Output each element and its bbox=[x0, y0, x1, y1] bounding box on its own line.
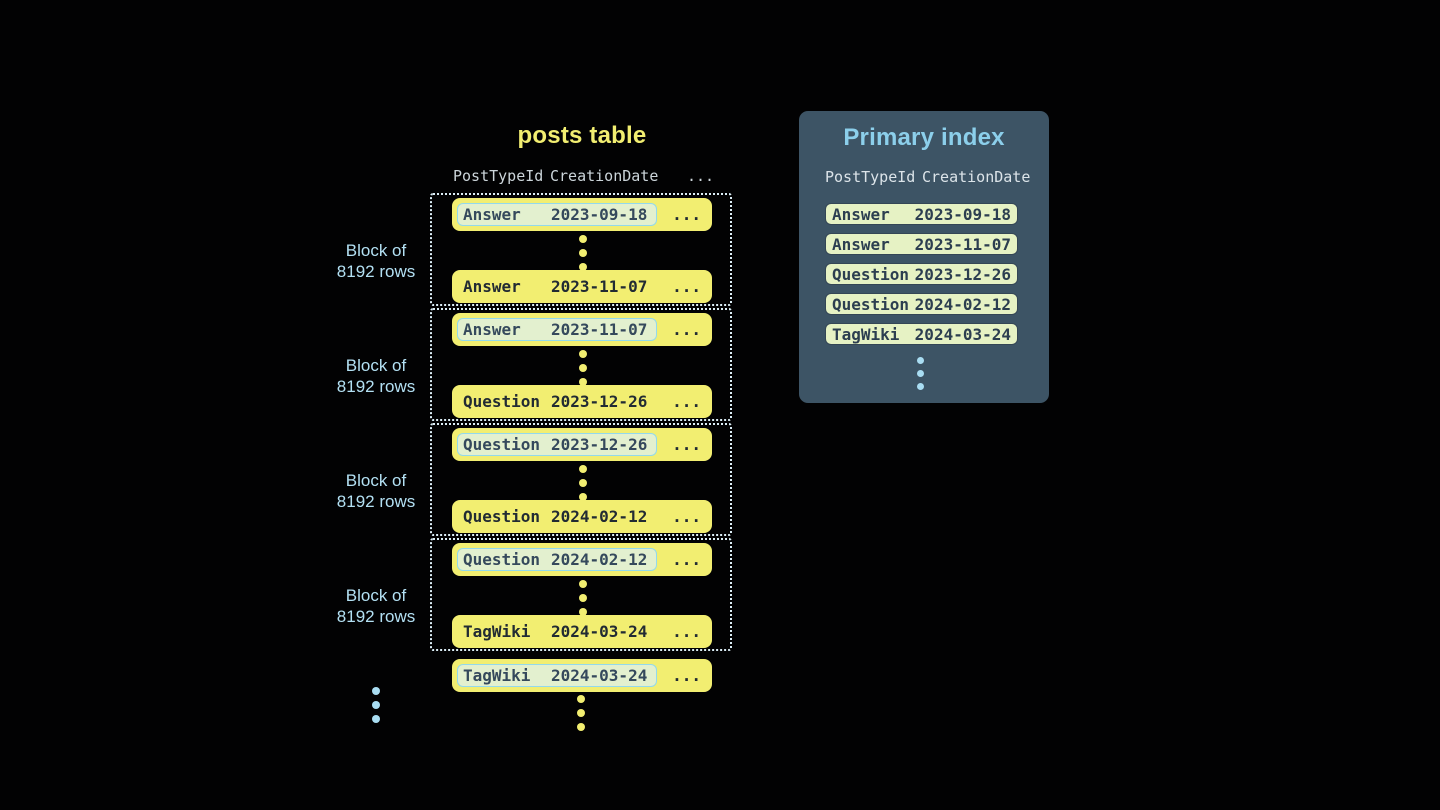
vertical-ellipsis-dots-icon bbox=[372, 687, 380, 729]
table-row-trailing: TagWiki 2024-03-24 ... bbox=[452, 659, 712, 692]
row-posttypeid: Answer bbox=[832, 204, 890, 224]
row-creationdate: 2024-03-24 bbox=[551, 622, 648, 641]
row-more-ellipsis: ... bbox=[672, 507, 701, 526]
primary-index-panel: Primary index PostTypeId CreationDate An… bbox=[799, 111, 1049, 403]
row-posttypeid: Answer bbox=[463, 277, 521, 296]
primary-index-column-headers: PostTypeId CreationDate bbox=[799, 168, 1049, 188]
row-values-highlighted: Answer 2023-11-07 bbox=[457, 318, 657, 341]
row-creationdate: 2023-11-07 bbox=[551, 320, 648, 339]
column-header-posttypeid: PostTypeId bbox=[453, 167, 544, 185]
vertical-ellipsis-dots-icon bbox=[579, 350, 587, 392]
row-values-highlighted: Answer 2023-09-18 bbox=[457, 203, 657, 226]
table-row: Question 2023-12-26 ... bbox=[452, 428, 712, 461]
table-row: Answer 2023-11-07 ... bbox=[452, 313, 712, 346]
index-row: Question 2024-02-12 bbox=[825, 293, 1018, 315]
row-creationdate: 2024-03-24 bbox=[914, 324, 1011, 344]
row-values-highlighted: Question 2024-02-12 bbox=[457, 548, 657, 571]
row-more-ellipsis: ... bbox=[672, 277, 701, 296]
row-values: TagWiki 2024-03-24 bbox=[457, 620, 657, 643]
row-creationdate: 2024-02-12 bbox=[551, 507, 648, 526]
row-creationdate: 2023-12-26 bbox=[551, 435, 648, 454]
row-posttypeid: Question bbox=[832, 264, 910, 284]
row-more-ellipsis: ... bbox=[672, 205, 701, 224]
table-row: Question 2023-12-26 ... bbox=[452, 385, 712, 418]
block-1: Answer 2023-09-18 ... Answer 2023-11-07 … bbox=[430, 193, 732, 306]
block-2-label: Block of 8192 rows bbox=[336, 356, 416, 396]
row-values: Answer 2023-11-07 bbox=[457, 275, 657, 298]
table-row: Question 2024-02-12 ... bbox=[452, 543, 712, 576]
column-header-posttypeid: PostTypeId bbox=[825, 168, 916, 186]
row-creationdate: 2023-11-07 bbox=[914, 234, 1011, 254]
row-creationdate: 2023-12-26 bbox=[914, 264, 1011, 284]
row-posttypeid: TagWiki bbox=[463, 666, 531, 685]
vertical-ellipsis-dots-icon bbox=[917, 357, 924, 396]
row-creationdate: 2024-02-12 bbox=[914, 294, 1011, 314]
block-1-label: Block of 8192 rows bbox=[336, 241, 416, 281]
row-values-highlighted: TagWiki 2024-03-24 bbox=[457, 664, 657, 687]
column-header-creationdate: CreationDate bbox=[922, 168, 1031, 186]
row-more-ellipsis: ... bbox=[672, 666, 701, 685]
row-posttypeid: Answer bbox=[463, 205, 521, 224]
row-more-ellipsis: ... bbox=[672, 320, 701, 339]
index-row: TagWiki 2024-03-24 bbox=[825, 323, 1018, 345]
index-row: Question 2023-12-26 bbox=[825, 263, 1018, 285]
posts-table-title: posts table bbox=[517, 122, 647, 149]
row-more-ellipsis: ... bbox=[672, 435, 701, 454]
table-row: Question 2024-02-12 ... bbox=[452, 500, 712, 533]
row-values-highlighted: Question 2023-12-26 bbox=[457, 433, 657, 456]
table-row: Answer 2023-11-07 ... bbox=[452, 270, 712, 303]
table-row: TagWiki 2024-03-24 ... bbox=[452, 615, 712, 648]
block-4: Question 2024-02-12 ... TagWiki 2024-03-… bbox=[430, 538, 732, 651]
row-creationdate: 2023-11-07 bbox=[551, 277, 648, 296]
row-posttypeid: Question bbox=[463, 507, 541, 526]
block-3: Question 2023-12-26 ... Question 2024-02… bbox=[430, 423, 732, 536]
posts-table-column-headers: PostTypeId CreationDate ... bbox=[432, 167, 732, 187]
row-more-ellipsis: ... bbox=[672, 550, 701, 569]
row-creationdate: 2024-03-24 bbox=[551, 666, 648, 685]
row-more-ellipsis: ... bbox=[672, 622, 701, 641]
column-header-creationdate: CreationDate bbox=[550, 167, 659, 185]
primary-index-title: Primary index bbox=[843, 124, 1005, 151]
row-posttypeid: Question bbox=[832, 294, 910, 314]
table-row: Answer 2023-09-18 ... bbox=[452, 198, 712, 231]
block-4-label: Block of 8192 rows bbox=[336, 586, 416, 626]
row-more-ellipsis: ... bbox=[672, 392, 701, 411]
block-3-label: Block of 8192 rows bbox=[336, 471, 416, 511]
index-row: Answer 2023-11-07 bbox=[825, 233, 1018, 255]
row-posttypeid: Answer bbox=[463, 320, 521, 339]
row-creationdate: 2023-09-18 bbox=[551, 205, 648, 224]
row-creationdate: 2023-09-18 bbox=[914, 204, 1011, 224]
row-posttypeid: Question bbox=[463, 435, 541, 454]
row-posttypeid: TagWiki bbox=[463, 622, 531, 641]
row-values: Question 2023-12-26 bbox=[457, 390, 657, 413]
row-values: Question 2024-02-12 bbox=[457, 505, 657, 528]
vertical-ellipsis-dots-icon bbox=[577, 695, 585, 737]
vertical-ellipsis-dots-icon bbox=[579, 465, 587, 507]
row-creationdate: 2023-12-26 bbox=[551, 392, 648, 411]
column-header-more: ... bbox=[687, 167, 715, 185]
index-row: Answer 2023-09-18 bbox=[825, 203, 1018, 225]
row-posttypeid: Question bbox=[463, 550, 541, 569]
block-2: Answer 2023-11-07 ... Question 2023-12-2… bbox=[430, 308, 732, 421]
row-posttypeid: TagWiki bbox=[832, 324, 900, 344]
row-posttypeid: Answer bbox=[832, 234, 890, 254]
row-creationdate: 2024-02-12 bbox=[551, 550, 648, 569]
vertical-ellipsis-dots-icon bbox=[579, 580, 587, 622]
row-posttypeid: Question bbox=[463, 392, 541, 411]
vertical-ellipsis-dots-icon bbox=[579, 235, 587, 277]
